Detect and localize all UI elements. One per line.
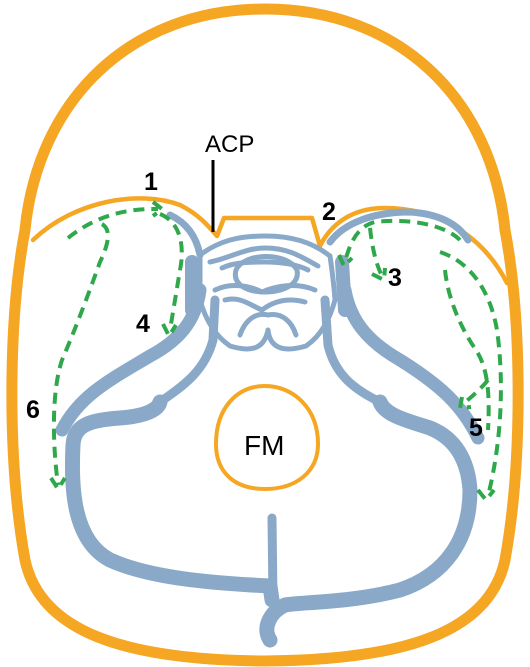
route-1-path xyxy=(68,209,158,238)
acp-label: ACP xyxy=(205,131,254,158)
route-6-path xyxy=(54,224,108,485)
route-5-label: 5 xyxy=(469,414,483,442)
cavernous-sinus-network xyxy=(200,236,335,349)
route-5-link xyxy=(462,380,488,405)
route-4-label: 4 xyxy=(136,310,150,338)
route-5-arrowhead-b xyxy=(478,490,494,500)
route-2-path xyxy=(345,221,460,262)
route-2-label: 2 xyxy=(322,198,336,226)
left-ridge-sinus xyxy=(170,215,200,255)
route-6-label: 6 xyxy=(26,396,40,424)
right-sphenoparietal-sinus xyxy=(342,262,345,310)
route-3-path xyxy=(370,228,382,276)
right-transverse-sigmoid-sinus xyxy=(267,402,470,640)
route-1-label: 1 xyxy=(144,168,158,196)
sphenoid-ridge-outline xyxy=(33,198,507,283)
route-3-label: 3 xyxy=(388,264,402,292)
venous-sinus-system xyxy=(62,212,478,640)
left-transverse-sigmoid-sinus xyxy=(72,402,272,600)
route-4-path xyxy=(160,214,182,330)
occipital-sinus xyxy=(272,518,273,600)
fm-label: FM xyxy=(244,430,284,461)
